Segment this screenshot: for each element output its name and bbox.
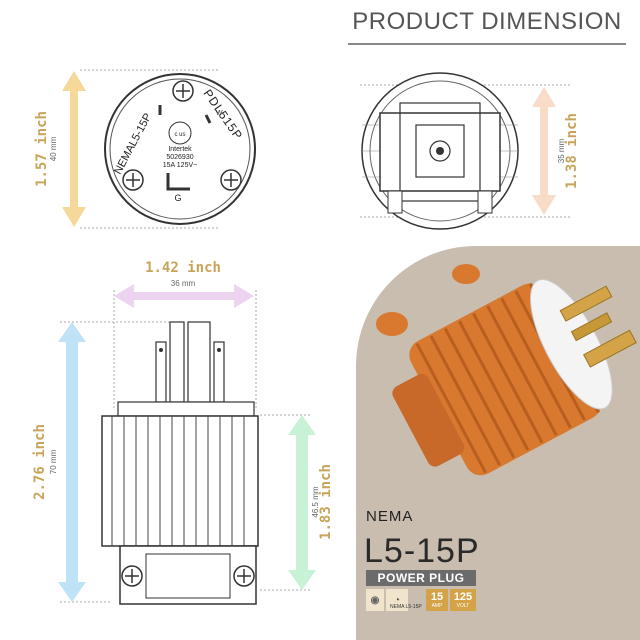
nema-badge-sub: NEMA L5-15P bbox=[390, 604, 422, 610]
plug-type-badge: ◔ bbox=[386, 589, 408, 611]
height-arrow-yellow bbox=[62, 71, 86, 227]
title-underline bbox=[348, 43, 626, 45]
power-plug-badge: POWER PLUG bbox=[366, 570, 476, 586]
volt-badge: 125 VOLT bbox=[450, 589, 476, 611]
face-w-mark: W bbox=[216, 110, 223, 117]
front-height-mm: 40 mm bbox=[49, 136, 58, 161]
amp-badge: 15 AMP bbox=[426, 589, 448, 611]
plug-face-diagram: 1.57 inch 40 mm c us NEMAL5-15P PDL515P … bbox=[34, 69, 256, 229]
face-rating: 15A 125V~ bbox=[163, 162, 197, 169]
amp-unit: AMP bbox=[431, 602, 443, 609]
plug-profile-diagram: 1.42 inch 36 mm 2.76 inch 70 mm 1.83 inc… bbox=[32, 260, 334, 605]
certification-badge: ◉ bbox=[366, 589, 384, 611]
length-arrow-blue bbox=[58, 322, 86, 602]
body-length-mm: 46.5 mm bbox=[311, 486, 320, 517]
face-g-mark: G bbox=[174, 193, 181, 203]
certification-icon: ◉ bbox=[370, 594, 380, 606]
listing-mark-icon bbox=[168, 121, 192, 145]
plug-face: c us NEMAL5-15P PDL515P W Intertek 50269… bbox=[104, 73, 256, 225]
spec-badges: ◉ ◔ bbox=[366, 589, 408, 611]
body-length-inch: 1.83 inch bbox=[318, 464, 334, 540]
plug-icon: ◔ bbox=[393, 594, 401, 606]
height-arrow-peach bbox=[532, 87, 556, 215]
side-height-inch: 1.38 inch bbox=[564, 113, 580, 189]
plug-blades bbox=[155, 321, 225, 403]
listing-mark: c us bbox=[174, 132, 185, 138]
face-number: 5026930 bbox=[166, 154, 193, 161]
body-width-inch: 1.42 inch bbox=[145, 260, 221, 276]
volt-unit: VOLT bbox=[456, 602, 470, 609]
amp-value: 15 bbox=[430, 590, 444, 603]
width-arrow-purple bbox=[114, 284, 254, 308]
total-length-mm: 70 mm bbox=[49, 449, 58, 474]
page-title: PRODUCT DIMENSION bbox=[352, 8, 622, 35]
side-view-diagram: 1.38 inch 35 mm bbox=[360, 72, 580, 230]
front-height-inch: 1.57 inch bbox=[34, 111, 50, 187]
face-lab: Intertek bbox=[168, 146, 192, 153]
product-photo bbox=[376, 264, 637, 476]
length-arrow-green bbox=[288, 415, 316, 590]
volt-value: 125 bbox=[453, 590, 473, 603]
body-width-mm: 36 mm bbox=[171, 279, 196, 288]
total-length-inch: 2.76 inch bbox=[32, 424, 48, 500]
nema-label: NEMA bbox=[366, 508, 414, 525]
plug-body bbox=[101, 401, 259, 605]
side-height-mm: 35 mm bbox=[557, 138, 566, 163]
model-label: L5-15P bbox=[364, 532, 480, 570]
